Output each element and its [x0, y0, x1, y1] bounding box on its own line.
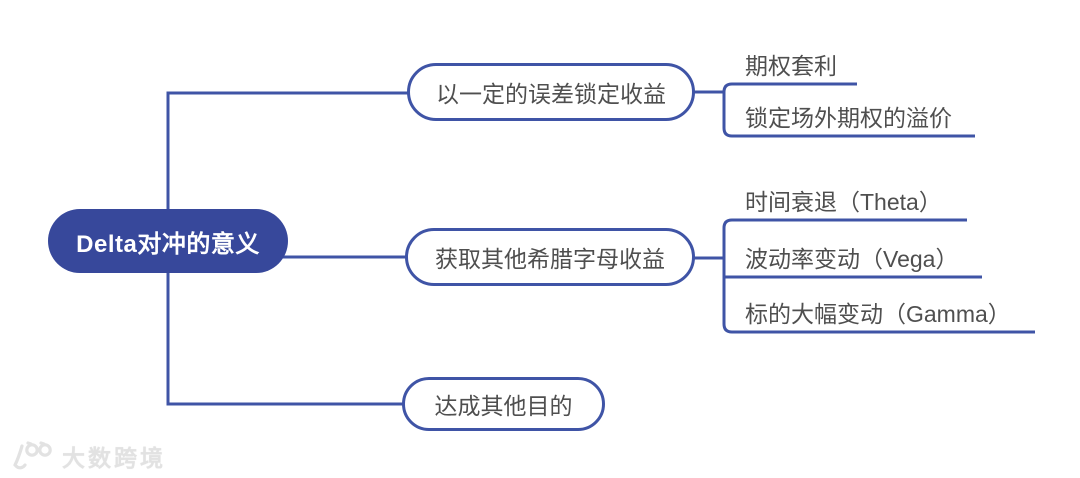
branch1-leaf-bracket	[722, 82, 975, 138]
root-node-label: Delta对冲的意义	[76, 230, 260, 258]
leaf-node-otc-premium: 锁定场外期权的溢价	[745, 105, 952, 131]
branch-node-other-purposes: 达成其他目的	[402, 377, 605, 431]
root-node: Delta对冲的意义	[48, 209, 288, 273]
branch-node-label: 达成其他目的	[434, 393, 573, 419]
leaf-node-vega: 波动率变动（Vega）	[745, 246, 959, 272]
branch-node-label: 以一定的误差锁定收益	[436, 81, 666, 107]
leaf-node-theta: 时间衰退（Theta）	[745, 189, 942, 215]
logo-100-icon	[13, 441, 52, 470]
watermark-text: 大数跨境	[62, 445, 166, 471]
leaf-node-option-arbitrage: 期权套利	[745, 53, 837, 79]
branch-node-label: 获取其他希腊字母收益	[435, 246, 665, 272]
branch-node-greek-returns: 获取其他希腊字母收益	[405, 228, 695, 286]
branch-node-lock-profit: 以一定的误差锁定收益	[407, 63, 695, 121]
watermark: 大数跨境	[10, 439, 166, 473]
leaf-node-gamma: 标的大幅变动（Gamma）	[745, 301, 1011, 327]
